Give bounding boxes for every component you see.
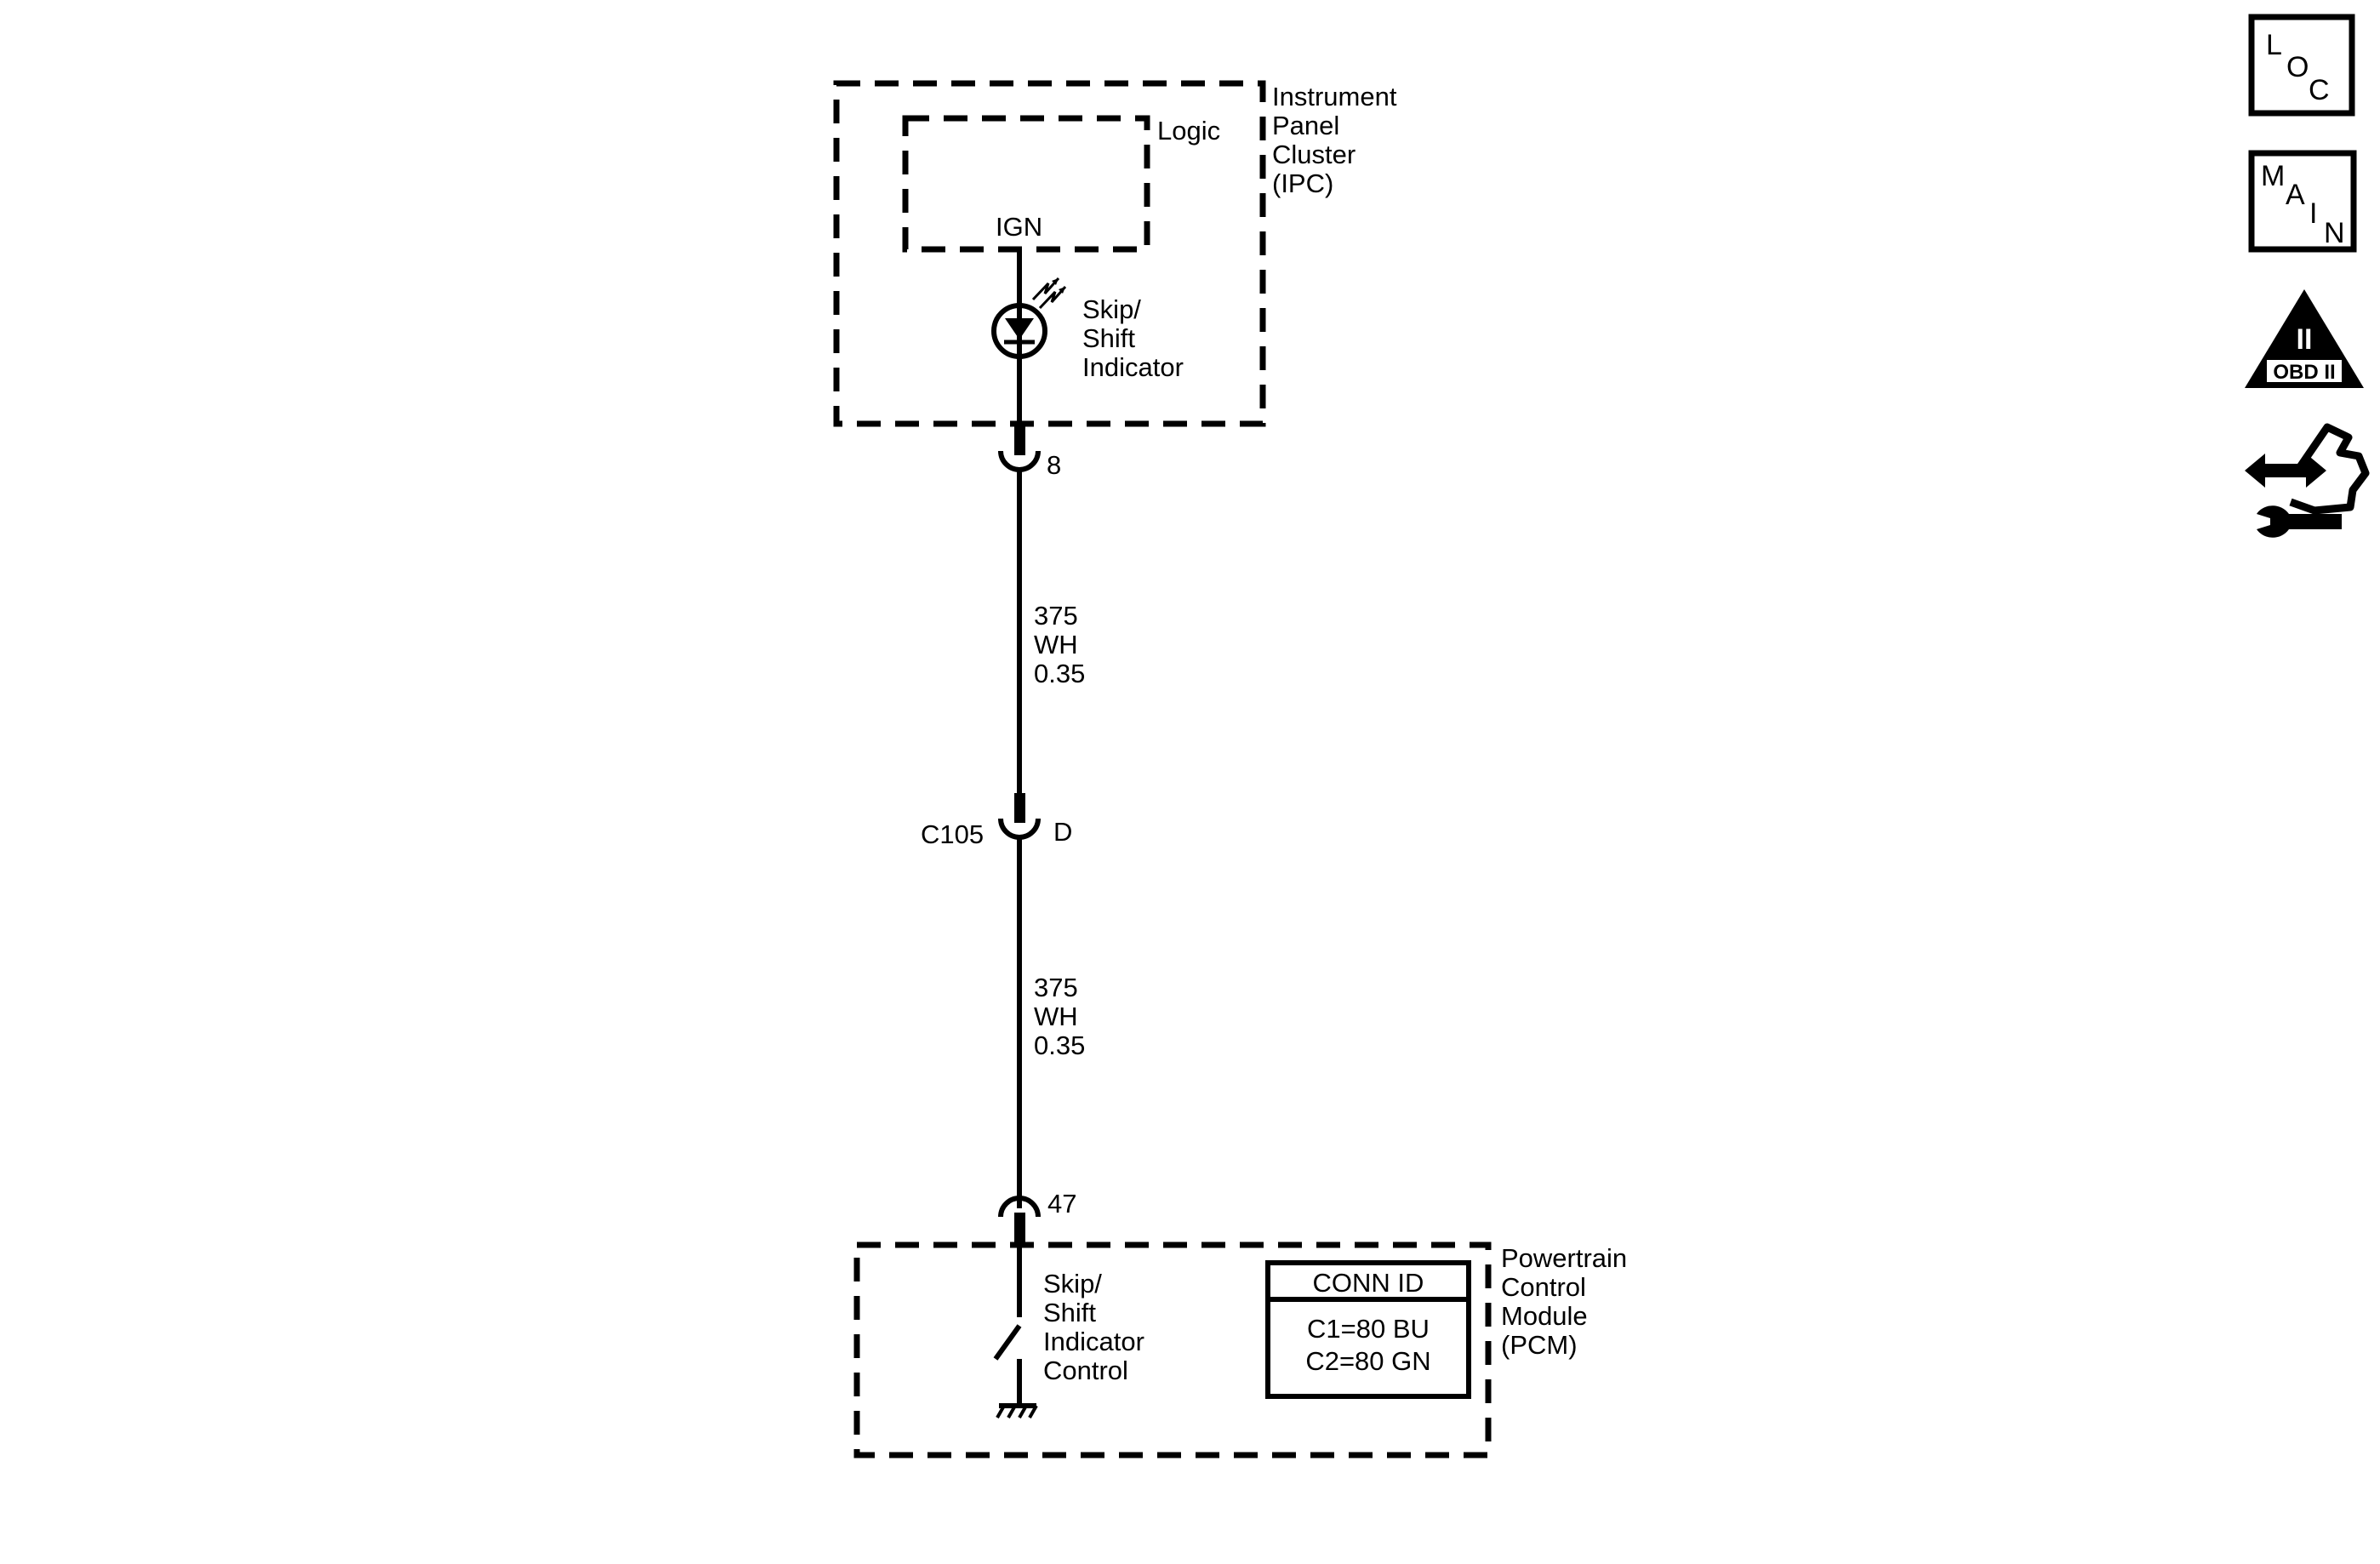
wire-upper-label: 375 WH 0.35 bbox=[1034, 601, 1085, 688]
ipc-name-line-3: Cluster bbox=[1272, 140, 1356, 169]
indicator-label-line-3: Indicator bbox=[1082, 352, 1184, 382]
main-icon[interactable]: M A I N bbox=[2248, 150, 2357, 253]
wire-lower-circuit: 375 bbox=[1034, 973, 1078, 1002]
ipc-name: Instrument Panel Cluster (IPC) bbox=[1272, 82, 1397, 198]
conn-id-row-2: C2=80 GN bbox=[1305, 1346, 1430, 1376]
c105-connector: C105 D bbox=[921, 793, 1072, 849]
indicator-label-line-1: Skip/ bbox=[1082, 294, 1141, 324]
logic-block bbox=[902, 115, 1150, 253]
ipc-name-line-1: Instrument bbox=[1272, 82, 1397, 111]
pcm-boundary bbox=[853, 1241, 1492, 1458]
side-icons: L O C M A I N II OBD II bbox=[2245, 14, 2370, 538]
wire-lower-gauge: 0.35 bbox=[1034, 1030, 1085, 1060]
indicator-label-line-2: Shift bbox=[1082, 323, 1135, 353]
control-label-line-1: Skip/ bbox=[1043, 1269, 1102, 1299]
main-icon-letter-a: A bbox=[2286, 179, 2305, 211]
ipc-name-line-2: Panel bbox=[1272, 111, 1339, 140]
conn-id-row-1: C1=80 BU bbox=[1307, 1314, 1430, 1344]
c105-label: C105 bbox=[921, 819, 984, 849]
pcm-name-line-1: Powertrain bbox=[1501, 1243, 1627, 1273]
pcm-name: Powertrain Control Module (PCM) bbox=[1501, 1243, 1627, 1360]
ipc-module: Logic IGN Instrument Panel Cluster (IPC)… bbox=[833, 80, 1397, 432]
conn-id-header: CONN ID bbox=[1313, 1268, 1424, 1298]
wire-lower-label: 375 WH 0.35 bbox=[1034, 973, 1085, 1060]
loc-icon[interactable]: L O C bbox=[2248, 14, 2355, 117]
pcm-module: Powertrain Control Module (PCM) Skip/ Sh… bbox=[853, 1241, 1627, 1458]
indicator-label: Skip/ Shift Indicator bbox=[1082, 294, 1184, 382]
main-icon-letter-n: N bbox=[2324, 217, 2345, 249]
obd-ii-label: OBD II bbox=[2273, 361, 2335, 384]
wire-upper-color: WH bbox=[1034, 630, 1078, 659]
ipc-name-line-4: (IPC) bbox=[1272, 168, 1333, 198]
diagnostic-wrench-icon[interactable] bbox=[2245, 423, 2370, 538]
main-icon-letter-m: M bbox=[2261, 160, 2285, 192]
ground-icon bbox=[996, 1403, 1038, 1418]
ipc-pin-8-connector: 8 bbox=[998, 425, 1061, 480]
conn-id-table: CONN ID C1=80 BU C2=80 GN bbox=[1265, 1260, 1471, 1399]
main-icon-letter-i: I bbox=[2309, 197, 2317, 230]
ipc-pin-label: 8 bbox=[1047, 450, 1061, 480]
pcm-name-line-3: Module bbox=[1501, 1301, 1588, 1331]
wire-upper-circuit: 375 bbox=[1034, 601, 1078, 631]
pcm-pin-47-connector: 47 bbox=[998, 1189, 1076, 1247]
control-label-line-2: Shift bbox=[1043, 1298, 1096, 1327]
loc-icon-letter-c: C bbox=[2309, 74, 2330, 106]
indicator-lamp-icon bbox=[991, 277, 1067, 359]
control-label-line-3: Indicator bbox=[1043, 1327, 1144, 1356]
obd-ii-roman: II bbox=[2297, 323, 2313, 356]
control-label: Skip/ Shift Indicator Control bbox=[1043, 1269, 1144, 1385]
wire-lower-color: WH bbox=[1034, 1002, 1078, 1031]
c105-cavity-label: D bbox=[1053, 817, 1072, 847]
logic-label: Logic bbox=[1157, 116, 1220, 146]
switch-icon bbox=[993, 1245, 1022, 1406]
control-label-line-4: Control bbox=[1043, 1356, 1128, 1385]
loc-icon-letter-l: L bbox=[2266, 29, 2282, 61]
pcm-name-line-2: Control bbox=[1501, 1272, 1586, 1302]
pcm-name-line-4: (PCM) bbox=[1501, 1330, 1578, 1360]
wire-upper-gauge: 0.35 bbox=[1034, 659, 1085, 688]
pcm-pin-label: 47 bbox=[1047, 1189, 1076, 1219]
ipc-boundary bbox=[833, 80, 1266, 427]
obd-ii-icon[interactable]: II OBD II bbox=[2245, 289, 2364, 388]
ign-label: IGN bbox=[996, 212, 1042, 242]
loc-icon-letter-o: O bbox=[2286, 51, 2309, 83]
